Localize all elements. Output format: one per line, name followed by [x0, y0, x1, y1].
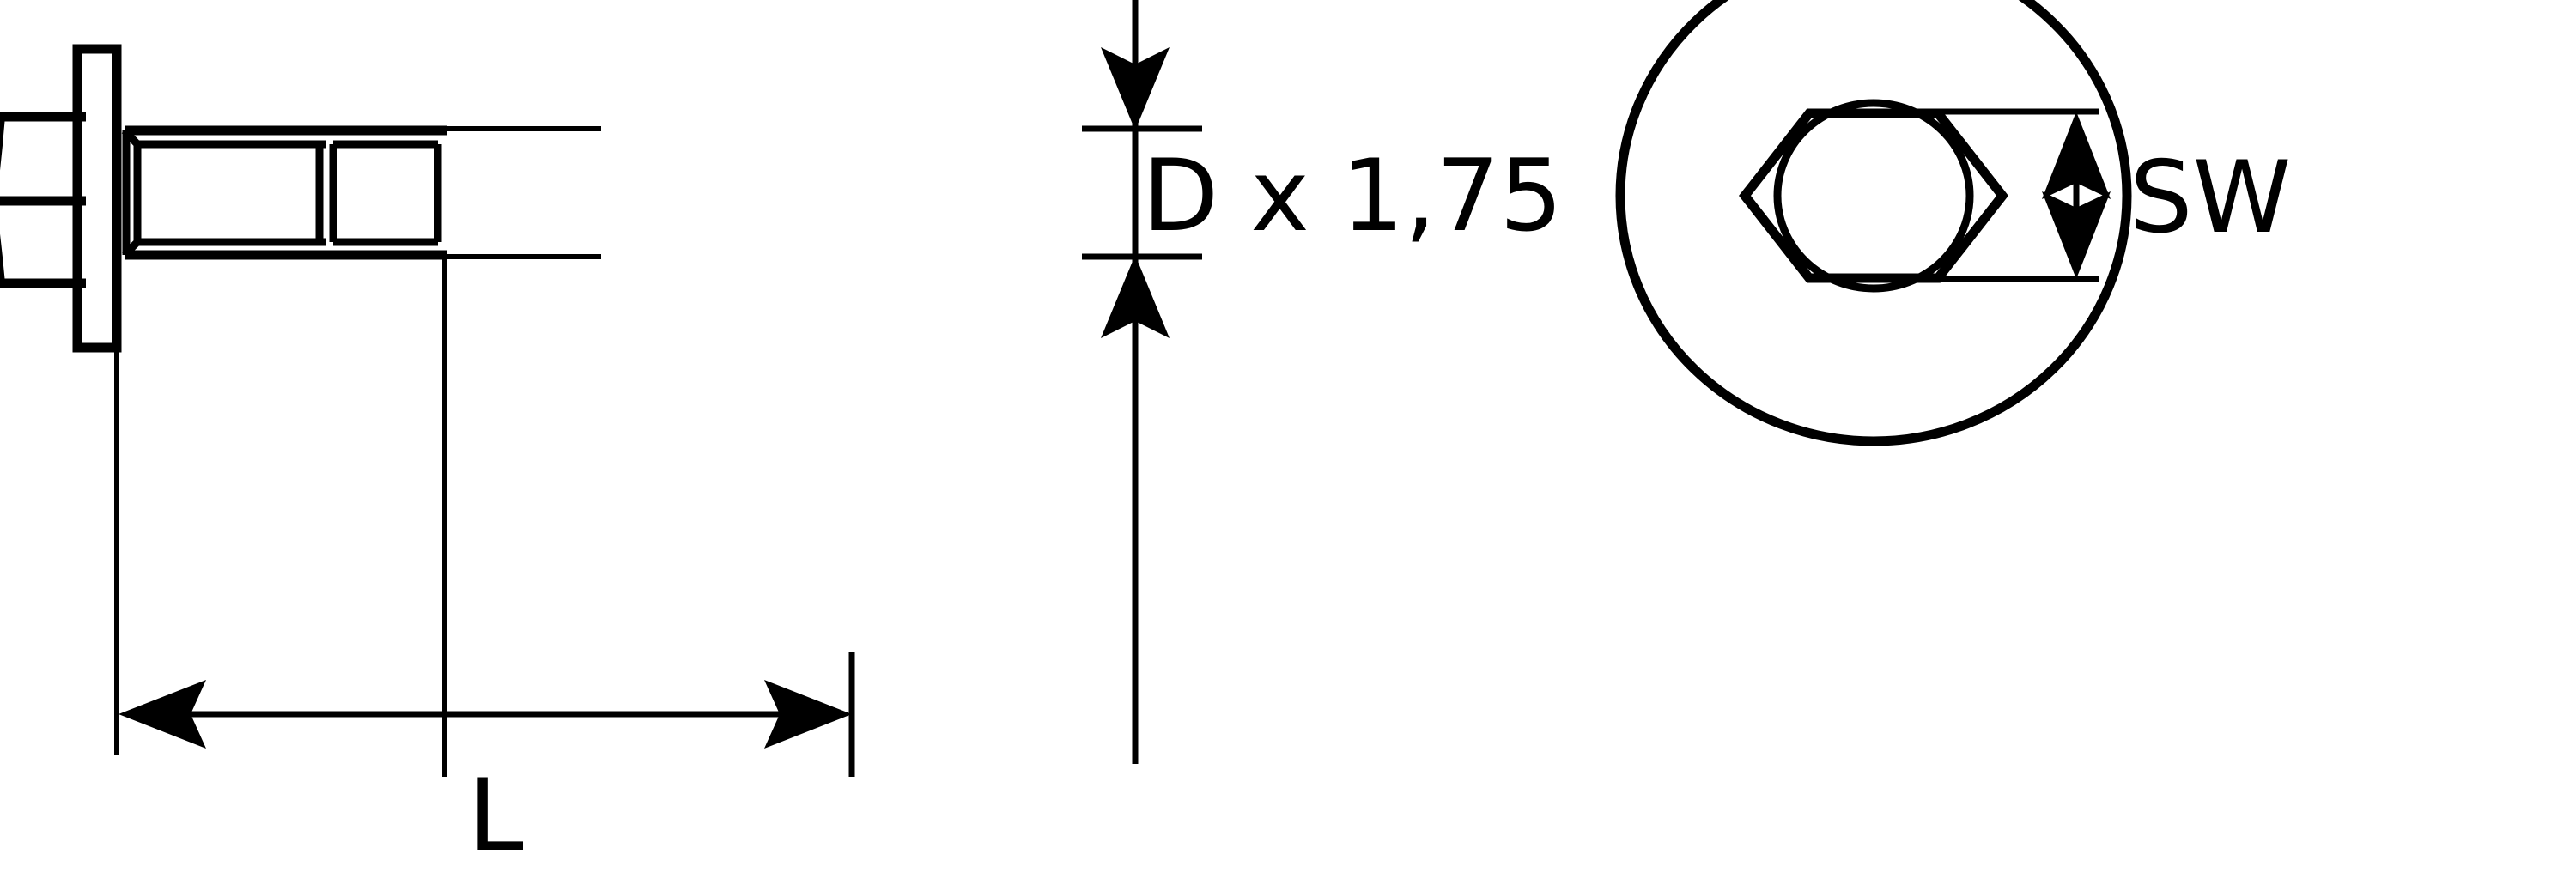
- side-view-group: [0, 44, 601, 353]
- arrowhead-SW-top: [2042, 112, 2111, 199]
- boss-inner-circle: [1773, 99, 1974, 293]
- dimension-wrench-SW: SW: [1812, 108, 2291, 282]
- arrowhead-D-top: [1101, 47, 1170, 130]
- dimension-length-L: L: [114, 258, 855, 874]
- dimension-thread-D: D x 1,75: [1082, 0, 1563, 764]
- arrowhead-L-left: [118, 680, 206, 749]
- plain-shank: [315, 125, 447, 260]
- arrowhead-L-right: [764, 680, 852, 749]
- arrowhead-D-bottom: [1101, 255, 1170, 338]
- hex-head-outline: [0, 112, 86, 288]
- dimension-label-L: L: [468, 758, 524, 874]
- end-view-group: [1615, 0, 2132, 446]
- projection-lines: [343, 126, 601, 259]
- hexagon-head-outline: [1739, 108, 2008, 283]
- dimension-label-SW: SW: [2129, 140, 2291, 256]
- flange-outer-circle: [1615, 0, 2132, 446]
- arrowhead-SW-bottom: [2042, 191, 2111, 279]
- dimension-label-D: D x 1,75: [1142, 138, 1563, 254]
- threaded-shank: [121, 125, 326, 260]
